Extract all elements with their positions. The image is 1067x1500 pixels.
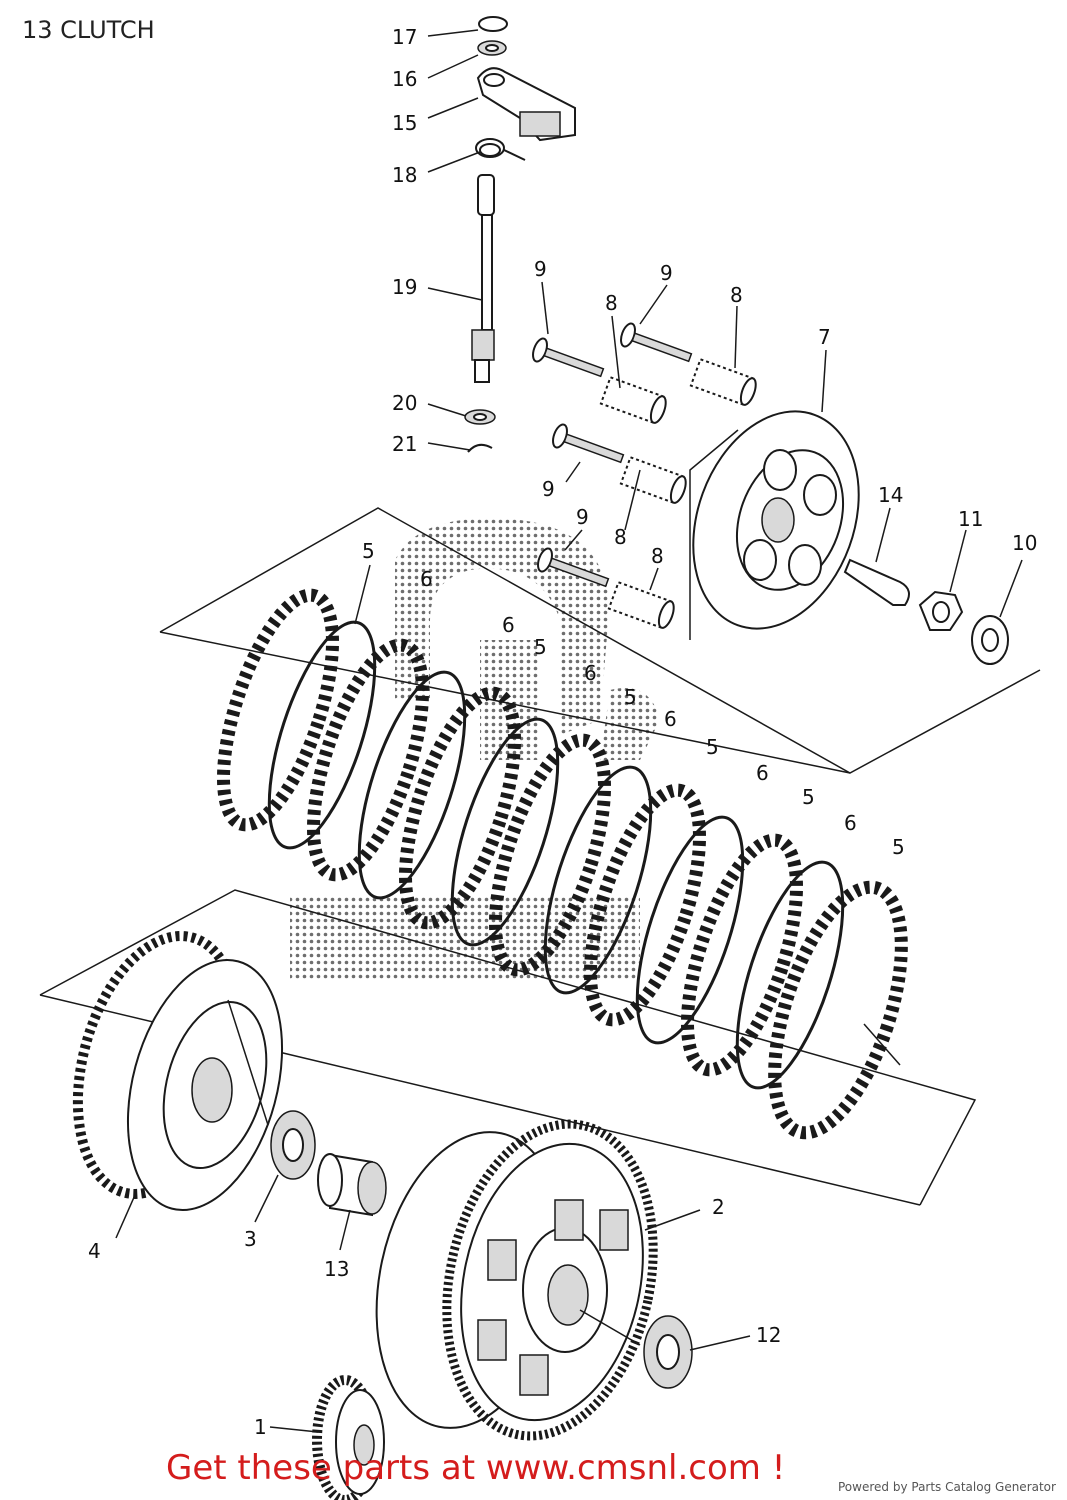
callout-6c: 6	[584, 661, 597, 685]
callout-20: 20	[392, 391, 417, 415]
part-20-washer	[464, 409, 496, 425]
callout-7: 7	[818, 325, 831, 349]
callout-labels: 17 16 15 18 19 20 21 9 9 9 9 8 8 8 8 7 1…	[88, 25, 1037, 1439]
callout-8c: 8	[614, 525, 627, 549]
callout-5c: 5	[624, 685, 637, 709]
callout-14: 14	[878, 483, 903, 507]
callout-21: 21	[392, 432, 417, 456]
callout-8b: 8	[730, 283, 743, 307]
callout-5b: 5	[534, 635, 547, 659]
part-2-clutch-housing	[375, 1119, 658, 1441]
callout-8a: 8	[605, 291, 618, 315]
part-3-thrust-washer	[270, 1110, 316, 1180]
callout-12: 12	[756, 1323, 781, 1347]
callout-5d: 5	[706, 735, 719, 759]
clutch-plate-stack	[216, 588, 908, 1140]
part-19-shaft	[471, 174, 495, 383]
callout-18: 18	[392, 163, 417, 187]
part-1-primary-drive-gear	[312, 1375, 385, 1500]
part-16-washer	[477, 40, 507, 56]
watermark-logo	[290, 518, 660, 980]
callout-6d: 6	[664, 707, 677, 731]
part-13-spacer	[317, 1153, 387, 1217]
callout-9d: 9	[576, 505, 589, 529]
part-10-lock-washer	[971, 615, 1009, 665]
callout-2: 2	[712, 1195, 725, 1219]
callout-17: 17	[392, 25, 417, 49]
part-14-push-rod	[843, 558, 910, 606]
part-18-spring	[475, 138, 526, 161]
part-4-clutch-boss	[72, 931, 284, 1212]
callout-11: 11	[958, 507, 983, 531]
callout-5f: 5	[892, 835, 905, 859]
callout-10: 10	[1012, 531, 1037, 555]
callout-8d: 8	[651, 544, 664, 568]
page-title: 13 CLUTCH	[22, 16, 155, 44]
callout-1: 1	[254, 1415, 267, 1439]
callout-6e: 6	[756, 761, 769, 785]
callout-16: 16	[392, 67, 417, 91]
powered-by-text: Powered by Parts Catalog Generator	[838, 1480, 1056, 1494]
callout-5e: 5	[802, 785, 815, 809]
part-9-bolts	[532, 322, 693, 588]
callout-4: 4	[88, 1239, 101, 1263]
callout-leaders	[115, 29, 1023, 1433]
part-17-circlip	[478, 16, 508, 32]
callout-6a: 6	[420, 567, 433, 591]
part-11-nut	[918, 590, 964, 631]
part-15-push-lever	[476, 67, 576, 142]
callout-5a: 5	[362, 539, 375, 563]
callout-6f: 6	[844, 811, 857, 835]
part-12-thrust-washer	[643, 1315, 693, 1389]
callout-9b: 9	[660, 261, 673, 285]
callout-9c: 9	[542, 477, 555, 501]
part-8-springs	[599, 357, 757, 630]
callout-19: 19	[392, 275, 417, 299]
part-7-pressure-plate	[692, 410, 860, 630]
callout-9a: 9	[534, 257, 547, 281]
callout-6b: 6	[502, 613, 515, 637]
part-21-circlip	[467, 443, 493, 453]
callout-13: 13	[324, 1257, 349, 1281]
callout-15: 15	[392, 111, 417, 135]
promo-link[interactable]: Get these parts at www.cmsnl.com !	[166, 1448, 786, 1488]
callout-3: 3	[244, 1227, 257, 1251]
